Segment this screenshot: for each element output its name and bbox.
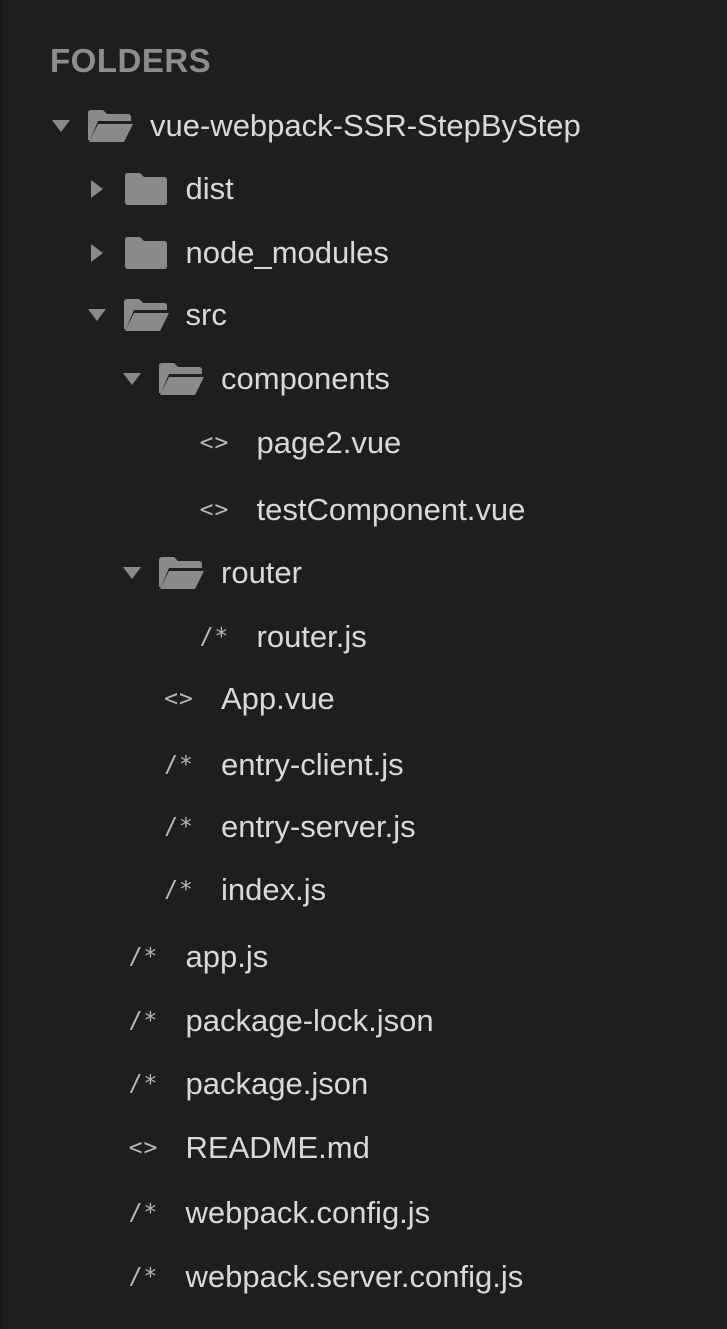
folder-open-icon <box>157 548 205 598</box>
folders-header: FOLDERS <box>50 42 212 79</box>
folder-open-icon <box>86 101 134 151</box>
tree-folder-row[interactable]: vue-webpack-SSR-StepByStep <box>2 101 727 151</box>
script-file-icon: /* <box>164 877 194 903</box>
tree-item-label: node_modules <box>185 235 389 270</box>
tree-file-row[interactable]: /* webpack.config.js <box>2 1188 727 1238</box>
script-file-icon: /* <box>164 814 194 840</box>
tree-item-label: entry-server.js <box>221 809 416 844</box>
script-file-icon: /* <box>128 1071 159 1097</box>
tree-file-row[interactable]: /* router.js <box>2 612 727 662</box>
tree-item-label: App.vue <box>221 681 335 716</box>
tree-item-label: package.json <box>185 1066 369 1101</box>
tree-item-label: README.md <box>185 1130 370 1165</box>
script-file-icon: /* <box>128 1200 159 1226</box>
tree-item-label: webpack.config.js <box>185 1195 431 1230</box>
markup-file-icon: <> <box>199 430 230 456</box>
tree-folder-row[interactable]: src <box>2 290 727 340</box>
folder-closed-icon <box>122 228 170 278</box>
tree-file-row[interactable]: /* package-lock.json <box>2 996 727 1046</box>
chevron-down-icon[interactable] <box>50 101 72 151</box>
tree-folder-row[interactable]: components <box>2 354 727 404</box>
tree-item-label: webpack.server.config.js <box>185 1259 524 1294</box>
tree-file-row[interactable]: /* index.js <box>2 865 727 915</box>
folder-open-icon <box>122 290 170 340</box>
tree-file-row[interactable]: /* entry-server.js <box>2 802 727 852</box>
chevron-down-icon[interactable] <box>86 290 108 340</box>
tree-item-label: entry-client.js <box>221 747 404 782</box>
markup-file-icon: <> <box>199 497 230 523</box>
tree-file-row[interactable]: /* webpack.server.config.js <box>2 1252 727 1302</box>
folder-closed-icon <box>122 164 170 214</box>
chevron-down-icon[interactable] <box>121 354 143 404</box>
script-file-icon: /* <box>128 944 159 970</box>
markup-file-icon: <> <box>164 686 194 712</box>
tree-file-row[interactable]: <> testComponent.vue <box>2 485 727 535</box>
tree-item-label: app.js <box>185 939 269 974</box>
script-file-icon: /* <box>128 1008 159 1034</box>
script-file-icon: /* <box>164 752 194 778</box>
folder-open-icon <box>157 354 205 404</box>
tree-file-row[interactable]: /* entry-client.js <box>2 740 727 790</box>
tree-file-row[interactable]: <> README.md <box>2 1123 727 1173</box>
tree-folder-row[interactable]: dist <box>2 164 727 214</box>
tree-item-label: components <box>221 361 390 396</box>
tree-item-label: package-lock.json <box>185 1003 434 1038</box>
tree-item-label: page2.vue <box>256 425 402 460</box>
tree-item-label: router <box>221 555 302 590</box>
chevron-down-icon[interactable] <box>121 548 143 598</box>
chevron-right-icon[interactable] <box>86 228 108 278</box>
tree-item-label: dist <box>185 171 234 206</box>
tree-item-label: src <box>185 297 227 332</box>
tree-item-label: router.js <box>256 619 367 654</box>
tree-item-label: index.js <box>221 872 327 907</box>
tree-file-row[interactable]: <> page2.vue <box>2 418 727 468</box>
tree-file-row[interactable]: /* package.json <box>2 1059 727 1109</box>
script-file-icon: /* <box>199 624 230 650</box>
markup-file-icon: <> <box>128 1135 159 1161</box>
tree-folder-row[interactable]: router <box>2 548 727 598</box>
tree-item-label: vue-webpack-SSR-StepByStep <box>150 108 581 143</box>
tree-file-row[interactable]: /* app.js <box>2 932 727 982</box>
tree-item-label: testComponent.vue <box>256 492 526 527</box>
chevron-right-icon[interactable] <box>86 164 108 214</box>
script-file-icon: /* <box>128 1264 159 1290</box>
tree-file-row[interactable]: <> App.vue <box>2 674 727 724</box>
tree-folder-row[interactable]: node_modules <box>2 228 727 278</box>
